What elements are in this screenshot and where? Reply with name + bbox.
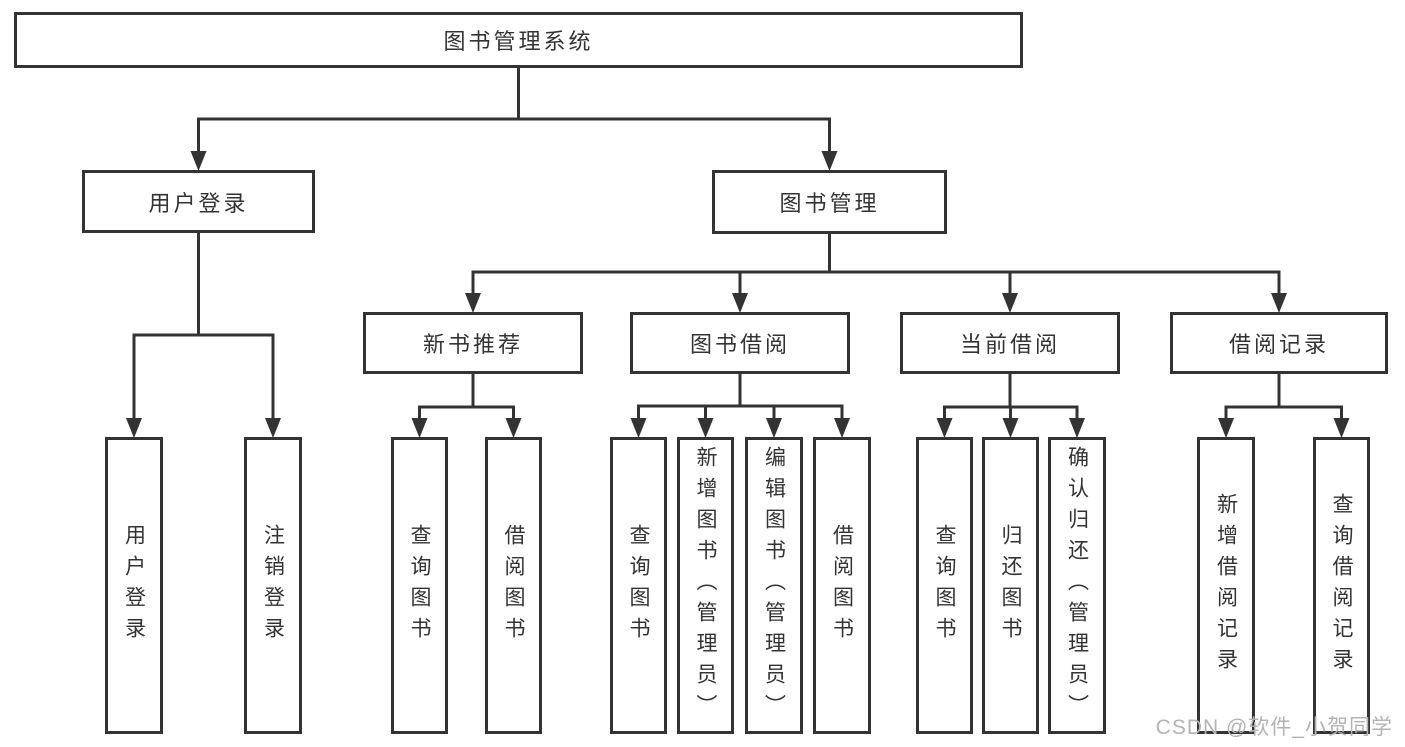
node-label-leaf-query-book-borrow: 查询图书 <box>627 523 650 648</box>
node-book-mgmt: 图书管理 <box>712 170 947 234</box>
node-label-leaf-borrow-book-rec: 借阅图书 <box>502 523 525 648</box>
node-label-leaf-borrow-book: 借阅图书 <box>830 523 854 648</box>
arrowhead-icon <box>732 293 748 313</box>
node-leaf-add-book-admin: 新增图书（管理员） <box>677 437 734 734</box>
node-leaf-return-book: 归还图书 <box>982 437 1039 734</box>
node-label-current-borrow: 当前借阅 <box>959 332 1060 357</box>
arrowhead-icon <box>1002 418 1019 438</box>
node-label-leaf-query-book-current: 查询图书 <box>933 523 956 648</box>
arrowhead-icon <box>126 418 142 438</box>
arrowhead-icon <box>766 418 782 438</box>
arrowhead-icon <box>821 151 838 171</box>
node-leaf-edit-book-admin: 编辑图书（管理员） <box>745 437 803 734</box>
arrowhead-icon <box>1002 293 1018 313</box>
node-label-new-book-rec: 新书推荐 <box>422 332 523 357</box>
node-label-leaf-add-book-admin: 新增图书（管理员） <box>694 446 717 725</box>
arrowhead-icon <box>1069 418 1085 438</box>
node-label-book-mgmt: 图书管理 <box>779 191 880 216</box>
arrowhead-icon <box>1271 293 1287 313</box>
node-label-leaf-query-borrow-record: 查询借阅记录 <box>1330 492 1353 679</box>
node-leaf-user-login: 用户登录 <box>105 437 163 734</box>
arrowhead-icon <box>465 293 481 313</box>
node-label-leaf-return-book: 归还图书 <box>999 523 1022 648</box>
node-label-leaf-user-login: 用户登录 <box>122 523 146 648</box>
node-borrow-records: 借阅记录 <box>1170 312 1388 374</box>
node-current-borrow: 当前借阅 <box>900 312 1120 374</box>
node-label-leaf-logout: 注销登录 <box>261 523 285 648</box>
node-leaf-borrow-book-rec: 借阅图书 <box>485 437 542 734</box>
node-label-book-borrow: 图书借阅 <box>689 332 790 357</box>
node-leaf-query-book-borrow: 查询图书 <box>610 437 667 734</box>
arrowhead-icon <box>190 151 207 171</box>
node-label-borrow-records: 借阅记录 <box>1228 332 1329 357</box>
node-leaf-confirm-return-admin: 确认归还（管理员） <box>1048 437 1106 734</box>
node-label-leaf-edit-book-admin: 编辑图书（管理员） <box>762 446 786 725</box>
node-user-login: 用户登录 <box>82 170 315 233</box>
arrowhead-icon <box>265 418 281 438</box>
node-label-root: 图书管理系统 <box>443 29 594 54</box>
node-leaf-add-borrow-record: 新增借阅记录 <box>1197 437 1255 734</box>
arrowhead-icon <box>936 418 953 438</box>
node-book-borrow: 图书借阅 <box>630 312 850 374</box>
arrowhead-icon <box>834 418 850 438</box>
node-leaf-query-book-current: 查询图书 <box>916 437 973 734</box>
node-label-leaf-query-book-rec: 查询图书 <box>408 523 431 648</box>
arrowhead-icon <box>1218 418 1234 438</box>
node-new-book-rec: 新书推荐 <box>363 312 583 374</box>
arrowhead-icon <box>1333 418 1350 438</box>
arrowhead-icon <box>505 418 522 438</box>
arrowhead-icon <box>697 418 714 438</box>
node-label-leaf-confirm-return-admin: 确认归还（管理员） <box>1065 446 1089 725</box>
csdn-watermark: CSDN @软件_小贺同学 <box>1155 716 1393 739</box>
arrowhead-icon <box>411 418 428 438</box>
node-root: 图书管理系统 <box>14 12 1023 68</box>
arrowhead-icon <box>630 418 647 438</box>
node-leaf-query-borrow-record: 查询借阅记录 <box>1313 437 1370 734</box>
node-leaf-borrow-book: 借阅图书 <box>813 437 871 734</box>
node-label-user-login: 用户登录 <box>148 190 249 216</box>
node-leaf-logout: 注销登录 <box>244 437 302 734</box>
node-leaf-query-book-rec: 查询图书 <box>391 437 448 734</box>
node-label-leaf-add-borrow-record: 新增借阅记录 <box>1214 492 1238 679</box>
